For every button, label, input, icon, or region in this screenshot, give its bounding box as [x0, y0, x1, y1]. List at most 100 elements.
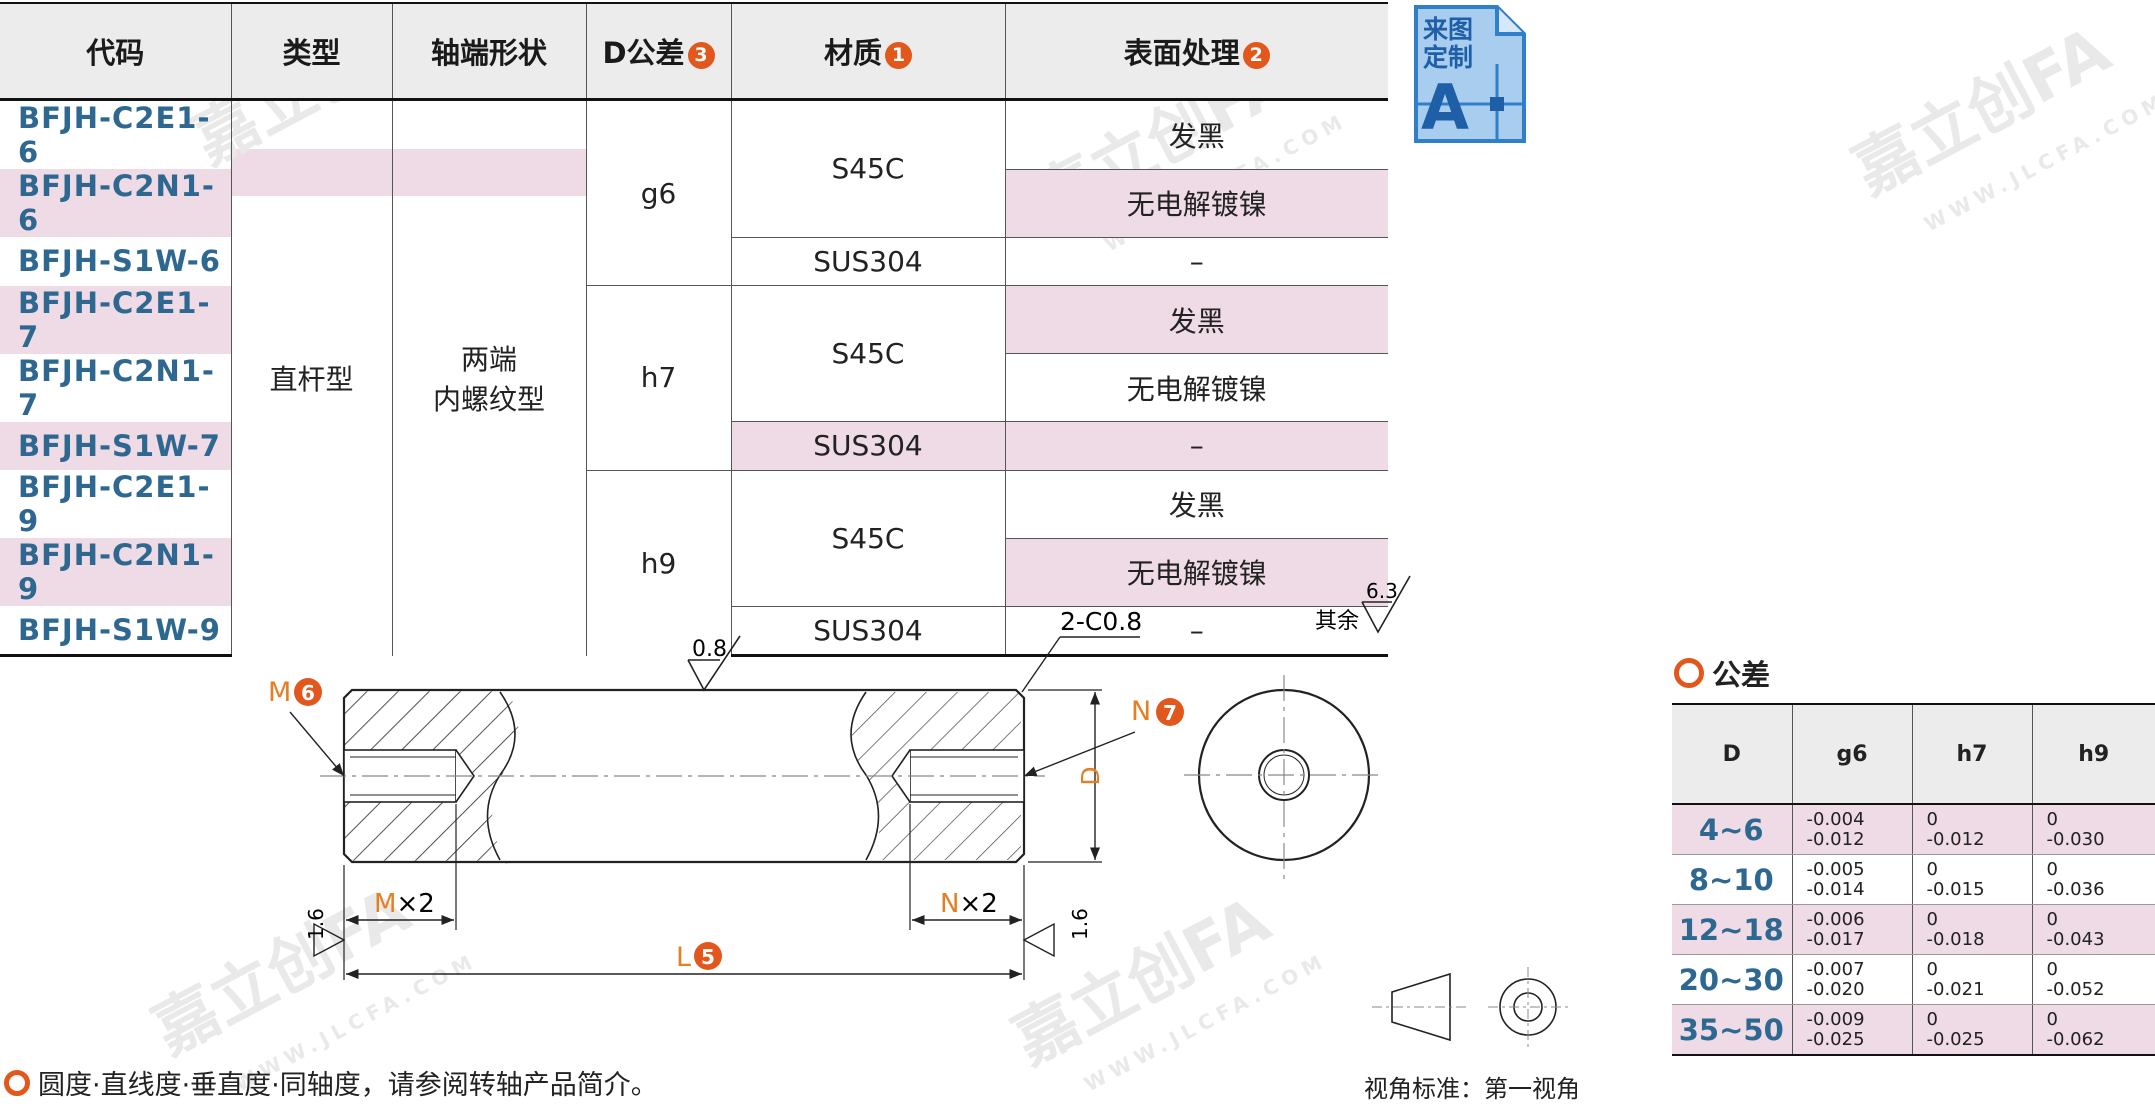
d-range: 8~10 [1672, 854, 1793, 905]
tol-row: 8~10 -0.005-0.014 0-0.015 0-0.036 [1672, 854, 2155, 905]
n-x2-label: N×2 [940, 889, 998, 919]
m-x2-label: M×2 [374, 889, 435, 919]
product-code[interactable]: BFJH-C2E1-7 [0, 285, 232, 354]
end-shape-cell: 两端内螺纹型 [392, 99, 587, 656]
tol-h9: 0-0.043 [2032, 904, 2155, 955]
custom-drawing-icon[interactable]: 来图 定制 A [1413, 4, 1527, 144]
note-badge: 1 [885, 41, 912, 69]
note-badge: 2 [1242, 41, 1270, 69]
table-row: BFJH-C2E1-9 h9 S45C 发黑 [0, 469, 1388, 656]
type-cell: 直杆型 [231, 99, 393, 656]
tol-g6: -0.007-0.020 [1792, 954, 1913, 1005]
table-row: BFJH-C2N1-9 无电解镀镍 [0, 537, 1388, 607]
material-cell: S45C [731, 285, 1006, 422]
table-row: BFJH-S1W-9 SUS304 – [0, 605, 1388, 658]
tol-h7: 0-0.018 [1912, 904, 2033, 955]
tol-g6: -0.004-0.012 [1792, 804, 1913, 855]
d-dimension-label: D [1076, 766, 1105, 785]
product-code[interactable]: BFJH-C2E1-9 [0, 470, 232, 539]
technical-drawing: 0.8 2-C0.8 M 6 N 7 D M×2 N×2 L 5 1.6 1.6… [268, 575, 1568, 1047]
view-standard-label: 视角标准：第一视角 [1364, 1075, 1580, 1103]
tol-g6: -0.009-0.025 [1792, 1004, 1913, 1056]
surface-cell: – [1005, 236, 1388, 286]
watermark: 嘉立创FA [1841, 13, 2122, 210]
product-code[interactable]: BFJH-C2N1-9 [0, 538, 232, 607]
product-code[interactable]: BFJH-C2E1-6 [0, 99, 232, 169]
surface-cell: 发黑 [1005, 285, 1388, 354]
roughness-left: 1.6 [304, 908, 328, 940]
surface-cell: 无电解镀镍 [1005, 168, 1388, 237]
product-code[interactable]: BFJH-S1W-7 [0, 421, 232, 471]
projection-cone [1391, 972, 1451, 1042]
tol-header-h7: h7 [1912, 703, 2033, 805]
d-range: 12~18 [1672, 904, 1793, 955]
tol-h9: 0-0.030 [2032, 804, 2155, 855]
table-row: BFJH-C2N1-6 无电解镀镍 [0, 168, 1388, 237]
tol-h9: 0-0.062 [2032, 1004, 2155, 1056]
surface-cell: 无电解镀镍 [1005, 537, 1388, 607]
ring-bullet-icon [4, 1069, 30, 1096]
header-code: 代码 [0, 2, 232, 101]
tol-row: 35~50 -0.009-0.025 0-0.025 0-0.062 [1672, 1004, 2155, 1056]
material-cell: S45C [731, 99, 1006, 237]
tol-row: 4~6 -0.004-0.012 0-0.012 0-0.030 [1672, 804, 2155, 855]
surface-cell: – [1005, 605, 1388, 658]
table-row: BFJH-S1W-6 SUS304 – [0, 236, 1388, 286]
tol-g6: -0.005-0.014 [1792, 854, 1913, 905]
material-cell: SUS304 [731, 605, 1006, 658]
watermark: WWW.JLCFA.COM [1920, 87, 2155, 237]
ring-bullet-icon [1674, 658, 1704, 688]
tol-header-d: D [1672, 703, 1793, 805]
tolerance-cell: g6 [586, 99, 732, 286]
custom-icon-line2: 定制 [1423, 43, 1473, 72]
tol-row: 12~18 -0.006-0.017 0-0.018 0-0.043 [1672, 904, 2155, 955]
table-row: BFJH-C2E1-7 h7 S45C 发黑 [0, 285, 1388, 471]
n-label: N [1131, 696, 1151, 727]
tol-header-g6: g6 [1792, 703, 1913, 805]
surface-cell: 发黑 [1168, 119, 1225, 153]
header-type: 类型 [231, 2, 393, 101]
tol-h7: 0-0.012 [1912, 804, 2033, 855]
table-row: BFJH-C2E1-6 直杆型 两端内螺纹型 g6 S45C 发黑 [0, 99, 1388, 656]
custom-icon-letter: A [1421, 71, 1469, 144]
roughness-other-label: 其余 [1315, 609, 1359, 634]
tol-h7: 0-0.025 [1912, 1004, 2033, 1056]
material-cell: S45C [731, 469, 1006, 607]
l-badge: 5 [701, 945, 715, 969]
custom-icon-line1: 来图 [1423, 15, 1473, 44]
table-row: BFJH-S1W-7 SUS304 – [0, 421, 1388, 471]
d-range: 4~6 [1672, 804, 1793, 855]
tolerance-cell: h7 [586, 285, 732, 471]
header-end-shape: 轴端形状 [392, 2, 587, 101]
product-code[interactable]: BFJH-C2N1-6 [0, 169, 232, 237]
tolerance-table: D g6 h7 h9 4~6 -0.004-0.012 0-0.012 0-0.… [1672, 703, 2155, 1056]
tol-g6: -0.006-0.017 [1792, 904, 1913, 955]
surface-cell: 发黑 [1005, 469, 1388, 539]
tolerance-title: 公差 [1674, 652, 1770, 694]
chamfer-label: 2-C0.8 [1060, 607, 1142, 636]
roughness-other-value: 6.3 [1366, 579, 1398, 603]
tol-h9: 0-0.036 [2032, 854, 2155, 905]
roughness-top: 0.8 [692, 637, 727, 662]
note-badge: 3 [687, 41, 715, 69]
tol-h7: 0-0.021 [1912, 954, 2033, 1005]
product-code[interactable]: BFJH-S1W-9 [0, 606, 232, 658]
d-range: 35~50 [1672, 1004, 1793, 1056]
product-code[interactable]: BFJH-C2N1-7 [0, 353, 232, 422]
tol-row: 20~30 -0.007-0.020 0-0.021 0-0.052 [1672, 954, 2155, 1005]
roughness-right: 1.6 [1068, 908, 1092, 940]
m-badge: 6 [301, 681, 315, 705]
d-range: 20~30 [1672, 954, 1793, 1005]
material-cell: SUS304 [731, 236, 1006, 286]
l-label: L [676, 942, 691, 973]
product-code[interactable]: BFJH-S1W-6 [0, 237, 232, 286]
tol-h9: 0-0.052 [2032, 954, 2155, 1005]
n-badge: 7 [1163, 701, 1177, 725]
tol-h7: 0-0.015 [1912, 854, 2033, 905]
footnote: 圆度·直线度·垂直度·同轴度，请参阅转轴产品简介。 [4, 1063, 658, 1102]
